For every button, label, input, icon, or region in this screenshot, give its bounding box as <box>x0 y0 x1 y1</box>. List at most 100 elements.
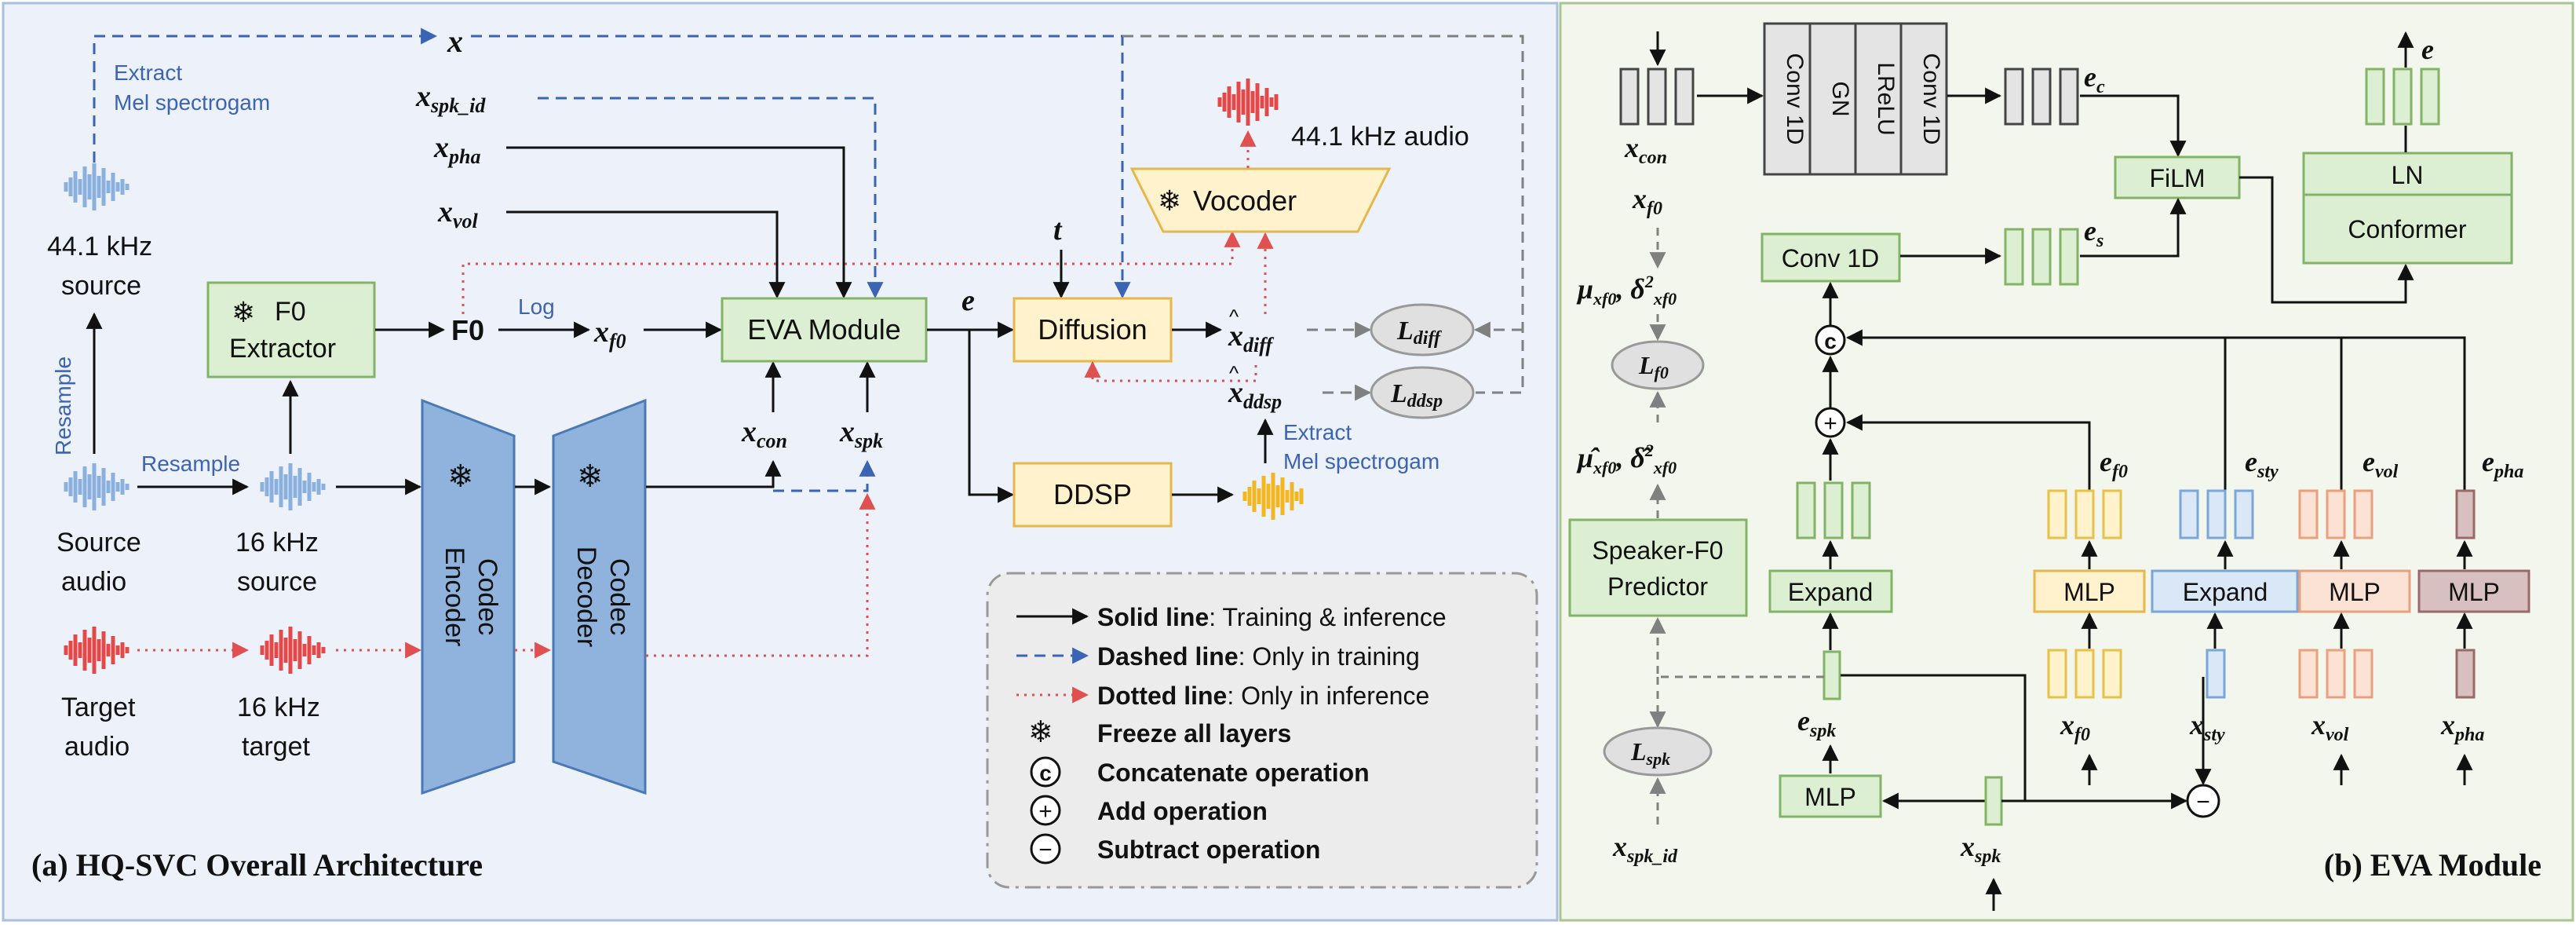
hat-xddsp: ^ <box>1229 361 1239 385</box>
x-spk-bar <box>1984 776 2003 826</box>
x-pha-label: xpha <box>433 131 480 168</box>
target-16k-label-2: target <box>242 732 310 762</box>
diffusion-label: Diffusion <box>1038 313 1147 346</box>
target-16k-label-1: 16 kHz <box>237 693 320 722</box>
e-f0-label: ef0 <box>2100 446 2128 482</box>
eva-module-label: EVA Module <box>747 313 900 346</box>
ln-label: LN <box>2392 161 2424 189</box>
e-spk-bar <box>1823 650 1841 700</box>
loss-ddsp-ellipse <box>1370 366 1475 419</box>
waveform-output-44k <box>1217 79 1279 126</box>
loss-f0-ellipse <box>1611 340 1705 390</box>
e-pha-label: epha <box>2482 446 2523 482</box>
dotted-f0-to-vocoder <box>462 230 1241 314</box>
spk-expanded-bars <box>1796 481 1871 539</box>
codec-decoder-shape <box>552 398 647 795</box>
x-ddsp-label: xddsp <box>1228 376 1282 413</box>
loss-ddsp-label: Lddsp <box>1390 379 1443 411</box>
mlp-spk-box <box>1779 774 1882 818</box>
snowflake-icon: ❄ <box>232 296 255 328</box>
eva-module-box <box>721 297 928 363</box>
esty-feature-bars <box>2179 489 2254 539</box>
dashed-x-to-loss <box>1122 35 1524 394</box>
codec-encoder-label-1: Codec <box>473 558 502 635</box>
hat-xdiff: ^ <box>1229 305 1239 328</box>
subtract-node-symbol: − <box>2196 789 2210 815</box>
target-audio-label-2: audio <box>64 732 130 762</box>
dashed-x-line <box>93 27 438 181</box>
loss-spk-label: Lspk <box>1630 737 1670 769</box>
add-node <box>1815 407 1846 438</box>
ef0-feature-bars <box>2047 489 2122 539</box>
snowflake-icon: ❄ <box>447 459 474 494</box>
expand-sty-label: Expand <box>2183 578 2268 606</box>
audio-44k-label: 44.1 kHz audio <box>1291 122 1469 152</box>
snowflake-icon: ❄ <box>577 459 604 494</box>
panel-a-caption: (a) HQ-SVC Overall Architecture <box>31 847 483 883</box>
e-out-label: e <box>2421 34 2434 65</box>
lrelu-label: LReLU <box>1873 62 1899 135</box>
f0-extractor-label-1: F0 <box>275 297 306 327</box>
mlp-pha-label: MLP <box>2448 578 2500 606</box>
source-44k-label-2: source <box>61 271 141 301</box>
x-con-label: xcon <box>741 415 787 452</box>
x-pha-bar <box>2455 649 2476 699</box>
arrow-decoder-to-xcon <box>646 459 782 488</box>
arrow-pha-to-eva <box>506 146 852 299</box>
mu-delta-label: μxf0, δ2xf0 <box>1576 272 1677 309</box>
e-vol-label: evol <box>2363 446 2399 482</box>
dotted-xddsp-to-diffusion <box>1084 360 1257 382</box>
resample-vertical-label: Resample <box>51 356 75 455</box>
xcon-feature-bars <box>1619 68 1695 126</box>
legend-freeze-text: Freeze all layers <box>1097 719 1291 748</box>
x-vol-label: xvol <box>437 196 479 232</box>
source-44k-label-1: 44.1 kHz <box>47 232 152 261</box>
e-s-label: es <box>2084 215 2103 251</box>
dashed-spkid-to-eva <box>538 97 884 299</box>
b-x-con-label: xcon <box>1624 132 1667 168</box>
x-f0-label: xf0 <box>593 316 626 353</box>
legend-box <box>986 572 1538 889</box>
codec-encoder-shape <box>421 398 516 795</box>
x-top-label: x <box>447 24 463 59</box>
expand-spk-label: Expand <box>1788 578 1874 606</box>
b-x-sty-label: xsty <box>2189 709 2225 745</box>
b-x-pha-label: xpha <box>2440 709 2484 745</box>
arrow-es-to-film <box>2080 197 2187 258</box>
arrow-ec-to-film <box>2080 94 2187 158</box>
mlp-f0-box <box>2033 569 2146 613</box>
es-feature-bars <box>2004 228 2079 286</box>
x-spk-id-label: xspk_id <box>415 80 486 117</box>
resample-label: Resample <box>141 452 240 476</box>
speaker-f0-label-1: Speaker-F0 <box>1592 536 1723 565</box>
panel-b-caption: (b) EVA Module <box>2324 847 2541 883</box>
loss-diff-label: Ldiff <box>1396 316 1442 349</box>
dotted-decoder-to-xspk <box>646 492 876 657</box>
codec-decoder-label-1: Codec <box>604 558 634 635</box>
xvol-feature-bars <box>2298 649 2373 699</box>
log-label: Log <box>518 294 555 319</box>
evol-feature-bars <box>2298 489 2373 539</box>
e-pha-bar <box>2455 489 2476 539</box>
e-c-label: ec <box>2084 61 2105 97</box>
extract-mel-bottom-2: Mel spectrogam <box>1283 449 1439 473</box>
subtract-icon <box>1030 833 1061 865</box>
mlp-vol-box <box>2298 569 2411 613</box>
ddsp-box <box>1013 462 1173 528</box>
mlp-f0-label: MLP <box>2063 578 2115 606</box>
add-icon <box>1030 795 1061 826</box>
conformer-label: Conformer <box>2348 215 2467 243</box>
b-x-f0-label: xf0 <box>2060 709 2090 745</box>
mlp-spk-label: MLP <box>1804 783 1856 811</box>
add-node-symbol: + <box>1823 411 1837 437</box>
x-spk-label: xspk <box>839 415 883 452</box>
muhat-deltahat-label: μ̂xf0, δ̂2xf0 <box>1576 441 1677 477</box>
concat-node <box>1815 324 1846 356</box>
codec-decoder-label-2: Decoder <box>571 547 601 648</box>
waveform-source-16k <box>260 463 326 510</box>
waveform-source-audio <box>64 463 130 510</box>
source-audio-label-2: audio <box>61 567 126 597</box>
panel-b-background <box>1559 2 2574 922</box>
concat-symbol: c <box>1039 761 1052 785</box>
